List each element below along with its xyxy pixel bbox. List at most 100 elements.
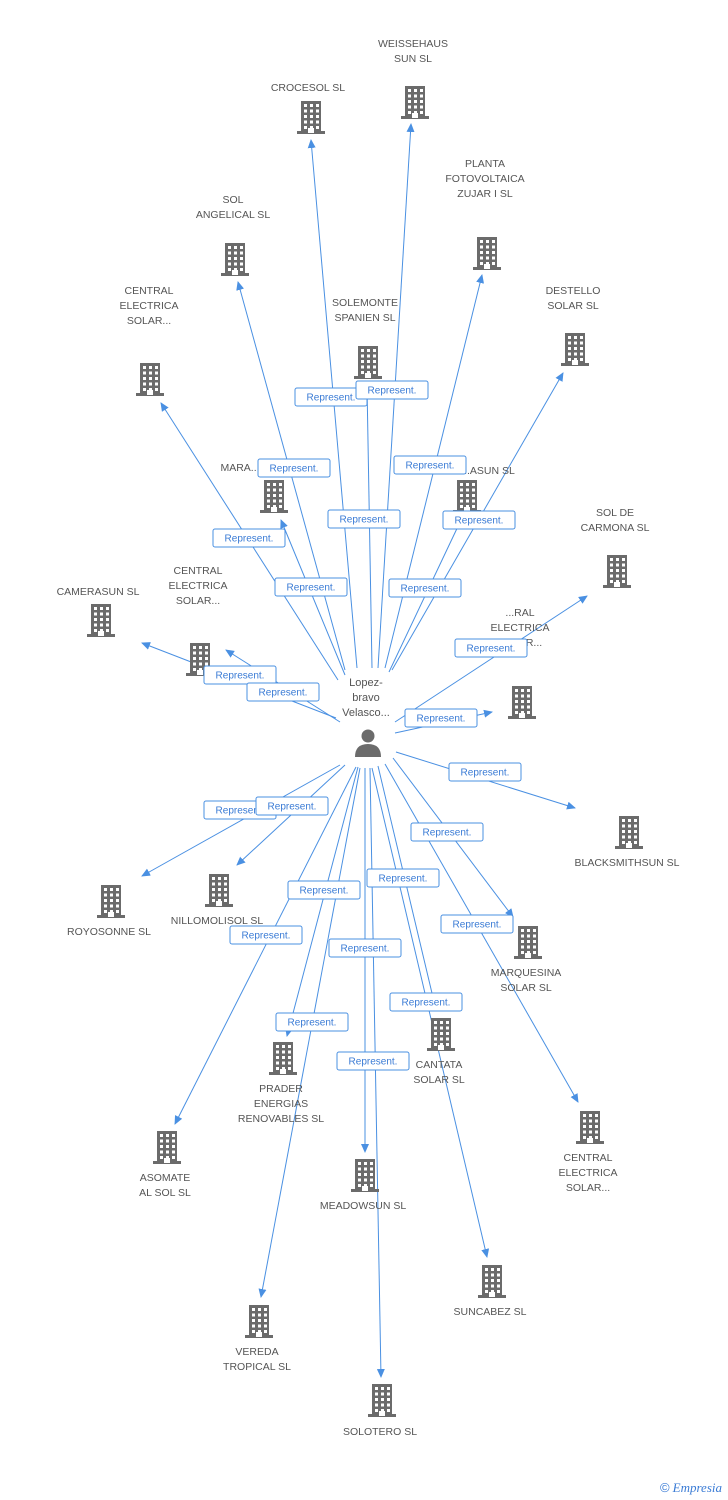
company-label-line[interactable]: NILLOMOLISOL SL bbox=[171, 915, 264, 927]
building-icon[interactable] bbox=[245, 1305, 273, 1338]
company-node-sol-angelical[interactable]: SOL ANGELICAL SL bbox=[196, 194, 270, 276]
company-label-line[interactable]: SOLEMONTE bbox=[332, 297, 398, 309]
company-label-line[interactable]: MARA... bbox=[220, 462, 259, 474]
company-node-suncabez[interactable]: SUNCABEZ SL bbox=[454, 1265, 527, 1318]
company-node-meadowsun[interactable]: MEADOWSUN SL bbox=[320, 1159, 407, 1212]
company-label-line[interactable]: ROYOSONNE SL bbox=[67, 926, 151, 938]
building-icon[interactable] bbox=[260, 480, 288, 513]
company-label-line[interactable]: SOLAR... bbox=[176, 595, 220, 607]
company-label-line[interactable]: BLACKSMITHSUN SL bbox=[574, 857, 679, 869]
company-label-line[interactable]: SOLAR SL bbox=[547, 300, 599, 312]
company-node-cantata[interactable]: CANTATA SOLAR SL bbox=[413, 1018, 465, 1086]
company-node-solotero[interactable]: SOLOTERO SL bbox=[343, 1384, 417, 1438]
company-node-central-3[interactable]: ...RALELECTRICASOLAR... bbox=[491, 607, 550, 719]
company-label-line[interactable]: CAMERASUN SL bbox=[57, 586, 140, 598]
company-label-line[interactable]: CARMONA SL bbox=[581, 522, 650, 534]
company-label-line[interactable]: ELECTRICA bbox=[169, 580, 228, 592]
company-label-line[interactable]: WEISSEHAUS bbox=[378, 38, 448, 50]
company-node-crocesol[interactable]: CROCESOL SL bbox=[271, 82, 345, 134]
company-label-line[interactable]: ...RAL bbox=[505, 607, 534, 619]
building-icon[interactable] bbox=[453, 480, 481, 513]
building-icon[interactable] bbox=[615, 816, 643, 849]
building-icon[interactable] bbox=[87, 604, 115, 637]
building-icon[interactable] bbox=[478, 1265, 506, 1298]
building-icon[interactable] bbox=[205, 874, 233, 907]
company-label-line[interactable]: ANGELICAL SL bbox=[196, 209, 270, 221]
company-node-planta[interactable]: PLANTA FOTOVOLTAICA ZUJAR I SL bbox=[445, 158, 525, 270]
building-icon[interactable] bbox=[561, 333, 589, 366]
company-label-line[interactable]: MEADOWSUN SL bbox=[320, 1200, 407, 1212]
company-node-vereda[interactable]: VEREDA TROPICAL SL bbox=[223, 1305, 291, 1373]
company-label-line[interactable]: ELECTRICA bbox=[120, 300, 179, 312]
company-node-royosonne[interactable]: ROYOSONNE SL bbox=[67, 885, 151, 938]
company-node-sol-carmona[interactable]: SOL DE CARMONA SL bbox=[581, 507, 650, 588]
building-icon[interactable] bbox=[603, 555, 631, 588]
building-icon[interactable] bbox=[368, 1384, 396, 1417]
company-node-camerasun[interactable]: CAMERASUN SL bbox=[57, 586, 140, 637]
company-node-central-1[interactable]: CENTRAL ELECTRICA SOLAR... bbox=[120, 285, 179, 396]
company-label-line[interactable]: PLANTA bbox=[465, 158, 505, 170]
company-label-line[interactable]: SOLAR... bbox=[127, 315, 171, 327]
company-label-line[interactable]: CANTATA bbox=[416, 1059, 463, 1071]
building-icon[interactable] bbox=[351, 1159, 379, 1192]
company-node-marquesina[interactable]: MARQUESINA SOLAR SL bbox=[491, 926, 562, 994]
building-icon[interactable] bbox=[401, 86, 429, 119]
company-node-prader[interactable]: PRADER ENERGIAS RENOVABLES SL bbox=[238, 1042, 324, 1125]
company-label-line[interactable]: ELECTRICA bbox=[491, 622, 550, 634]
company-node-central-2[interactable]: CENTRAL ELECTRICA SOLAR... bbox=[169, 565, 228, 676]
company-label-line[interactable]: FOTOVOLTAICA bbox=[445, 173, 524, 185]
company-label-line[interactable]: TROPICAL SL bbox=[223, 1361, 291, 1373]
edge-label-central-4: Represent. bbox=[440, 914, 514, 934]
company-label-line[interactable]: ...ASUN SL bbox=[461, 465, 515, 477]
company-label-line[interactable]: SPANIEN SL bbox=[334, 312, 395, 324]
building-icon[interactable] bbox=[97, 885, 125, 918]
building-icon[interactable] bbox=[153, 1131, 181, 1164]
company-label-line[interactable]: ELECTRICA bbox=[559, 1167, 618, 1179]
company-label-line[interactable]: CENTRAL bbox=[173, 565, 222, 577]
company-node-destello[interactable]: DESTELLO SOLAR SL bbox=[546, 285, 601, 366]
building-icon[interactable] bbox=[354, 346, 382, 379]
company-label-line[interactable]: ASOMATE bbox=[140, 1172, 191, 1184]
company-label-line[interactable]: SUN SL bbox=[394, 53, 432, 65]
footer-brand[interactable]: ©Empresia bbox=[660, 1480, 722, 1496]
building-icon[interactable] bbox=[221, 243, 249, 276]
company-label-line[interactable]: RENOVABLES SL bbox=[238, 1113, 324, 1125]
company-label-line[interactable]: AL SOL SL bbox=[139, 1187, 191, 1199]
company-label-line[interactable]: SOLOTERO SL bbox=[343, 1426, 417, 1438]
company-label-line[interactable]: SOLAR SL bbox=[500, 982, 552, 994]
company-label-line[interactable]: CENTRAL bbox=[124, 285, 173, 297]
company-node-central-4[interactable]: CENTRAL ELECTRICA SOLAR... bbox=[559, 1111, 618, 1194]
building-icon[interactable] bbox=[427, 1018, 455, 1051]
company-label-line[interactable]: MARQUESINA bbox=[491, 967, 562, 979]
company-label-line[interactable]: SUNCABEZ SL bbox=[454, 1306, 527, 1318]
building-icon[interactable] bbox=[136, 363, 164, 396]
company-label-line[interactable]: CENTRAL bbox=[563, 1152, 612, 1164]
building-icon[interactable] bbox=[576, 1111, 604, 1144]
company-node-nillomolisol[interactable]: NILLOMOLISOL SL bbox=[171, 874, 264, 927]
company-label-line[interactable]: ENERGIAS bbox=[254, 1098, 308, 1110]
company-node-solemonte[interactable]: SOLEMONTE SPANIEN SL bbox=[332, 297, 398, 379]
person-name-line[interactable]: Velasco... bbox=[342, 707, 390, 719]
edge-label-destello: Represent. bbox=[442, 510, 516, 530]
company-node-asomate[interactable]: ASOMATE AL SOL SL bbox=[139, 1131, 191, 1199]
building-icon[interactable] bbox=[514, 926, 542, 959]
company-label-line[interactable]: SOL bbox=[222, 194, 243, 206]
company-node-weissehaus[interactable]: WEISSEHAUS SUN SL bbox=[378, 38, 448, 119]
company-label-line[interactable]: VEREDA bbox=[235, 1346, 278, 1358]
company-label-line[interactable]: SOL DE bbox=[596, 507, 634, 519]
person-name-line[interactable]: bravo bbox=[352, 692, 380, 704]
company-node-blacksmithsun[interactable]: BLACKSMITHSUN SL bbox=[574, 816, 680, 869]
person-icon[interactable] bbox=[355, 729, 381, 758]
building-icon[interactable] bbox=[473, 237, 501, 270]
building-icon[interactable] bbox=[269, 1042, 297, 1075]
company-label-line[interactable]: SOLAR SL bbox=[413, 1074, 465, 1086]
person-name-line[interactable]: Lopez- bbox=[349, 677, 383, 689]
company-label-line[interactable]: PRADER bbox=[259, 1083, 303, 1095]
company-label-line[interactable]: CROCESOL SL bbox=[271, 82, 345, 94]
building-icon[interactable] bbox=[297, 101, 325, 134]
company-label-line[interactable]: ZUJAR I SL bbox=[457, 188, 513, 200]
company-node-mara[interactable]: MARA... bbox=[220, 462, 288, 513]
company-label-line[interactable]: DESTELLO bbox=[546, 285, 601, 297]
company-label-line[interactable]: SOLAR... bbox=[566, 1182, 610, 1194]
building-icon[interactable] bbox=[508, 686, 536, 719]
